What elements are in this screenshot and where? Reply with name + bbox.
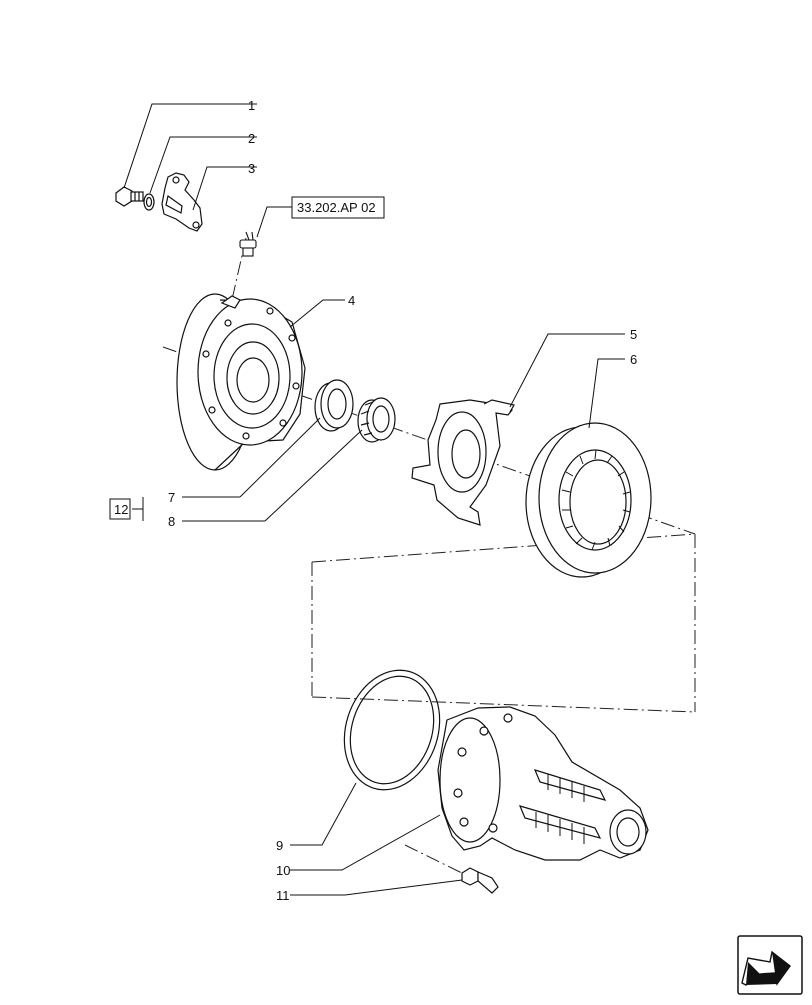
- callout-9: 3: [248, 161, 255, 176]
- part-7-bolt: [115, 186, 144, 207]
- callout-4: 10: [276, 863, 290, 878]
- callout-11: 8: [168, 514, 175, 529]
- leader-lines: [123, 103, 625, 896]
- callout-labels: 1 2 3 4 5 6 7 8 9 10 11: [168, 98, 637, 903]
- reference-box[interactable]: 33.202.AP 02: [291, 196, 385, 219]
- kit-label-12: 12: [114, 502, 128, 517]
- part-11-bearing: [357, 397, 396, 443]
- part-5-o-ring: [343, 669, 441, 791]
- callout-2: 5: [630, 327, 637, 342]
- sensor-part: [239, 231, 257, 257]
- callout-10: 7: [168, 490, 175, 505]
- callout-7: 1: [248, 98, 255, 113]
- kit-label-box: 12: [109, 498, 131, 520]
- callout-8: 2: [248, 131, 255, 146]
- part-9-clamp: [161, 172, 203, 232]
- part-8-washer: [143, 193, 155, 211]
- part-3-splined-ring: [525, 422, 652, 578]
- callout-1: 4: [348, 293, 355, 308]
- reference-link[interactable]: 33.202.AP 02: [297, 200, 376, 215]
- part-10-ring: [314, 379, 354, 432]
- part-6-bolt: [461, 867, 499, 894]
- part-1-housing: [176, 293, 306, 471]
- callout-6: 11: [276, 888, 290, 903]
- part-2-fork: [411, 399, 515, 526]
- callout-5: 9: [276, 838, 283, 853]
- next-page-arrow-icon[interactable]: [737, 935, 803, 995]
- callout-3: 6: [630, 352, 637, 367]
- part-4-housing: [437, 706, 649, 861]
